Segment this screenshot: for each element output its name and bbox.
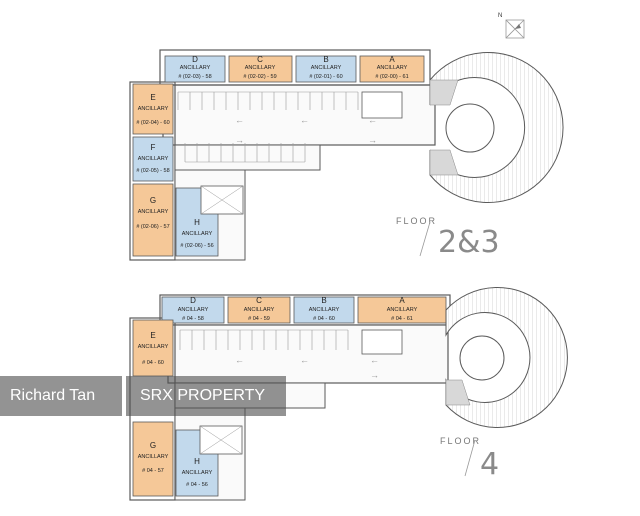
- floor-title-4: FLOOR 4: [440, 436, 499, 482]
- unit-id: # (02-06) - 57: [136, 224, 169, 230]
- floor-title-2-3: FLOOR 2&3: [396, 216, 500, 260]
- floor-number: 2&3: [438, 225, 500, 260]
- lower-corridor: [174, 144, 321, 171]
- unit-letter: F: [151, 143, 156, 152]
- unit-letter: E: [150, 93, 155, 102]
- svg-text:←: ←: [370, 355, 379, 365]
- watermark-agent: Richard Tan: [0, 376, 122, 416]
- unit-a-top: [359, 55, 425, 83]
- lift-core-4: [361, 329, 403, 355]
- unit-labels-top: D ANCILLARY # (02-03) - 58 C ANCILLARY #…: [136, 55, 408, 249]
- unit-desc: ANCILLARY: [245, 65, 276, 71]
- parking-stalls-4: [179, 329, 349, 350]
- unit-letter: H: [194, 218, 200, 227]
- unit-id: # 04 - 59: [248, 316, 270, 322]
- top-wing: [159, 49, 431, 86]
- unit-desc: ANCILLARY: [387, 307, 418, 313]
- svg-text:←: ←: [368, 115, 377, 125]
- agent-name: Richard Tan: [10, 387, 96, 404]
- unit-desc: ANCILLARY: [311, 65, 342, 71]
- unit-letter: A: [389, 55, 395, 64]
- brand-name: SRX PROPERTY: [140, 387, 266, 404]
- unit-b-top: [295, 55, 357, 83]
- unit-id: # (02-02) - 59: [243, 74, 276, 80]
- unit-letter: G: [150, 441, 156, 450]
- svg-text:→: →: [370, 370, 379, 380]
- unit-id: # (02-00) - 61: [375, 74, 408, 80]
- floor-number: 4: [480, 447, 499, 482]
- unit-letter: C: [257, 55, 263, 64]
- unit-desc: ANCILLARY: [138, 106, 169, 112]
- unit-desc: ANCILLARY: [309, 307, 340, 313]
- svg-text:←: ←: [235, 355, 244, 365]
- svg-text:N: N: [498, 13, 502, 19]
- unit-c-top: [228, 55, 293, 83]
- unit-id: # (02-01) - 60: [309, 74, 342, 80]
- unit-g-top: [132, 183, 174, 257]
- unit-desc: ANCILLARY: [138, 156, 169, 162]
- unit-desc: ANCILLARY: [377, 65, 408, 71]
- unit-id: # 04 - 61: [391, 316, 413, 322]
- unit-letter: D: [192, 55, 198, 64]
- unit-id: # 04 - 56: [186, 482, 208, 488]
- unit-labels-4: D ANCILLARY # 04 - 58 C ANCILLARY # 04 -…: [138, 296, 418, 488]
- svg-text:←: ←: [300, 115, 309, 125]
- unit-e-top: [132, 83, 174, 135]
- unit-desc: ANCILLARY: [180, 65, 211, 71]
- unit-letter: D: [190, 296, 196, 305]
- unit-desc: ANCILLARY: [138, 344, 169, 350]
- watermark-brand: SRX PROPERTY: [126, 376, 286, 416]
- floor-plan-4: ← ← ← →: [129, 287, 568, 501]
- svg-text:→: →: [235, 135, 244, 145]
- floor-word: FLOOR: [440, 436, 481, 446]
- unit-g-4: [132, 421, 174, 497]
- unit-id: # (02-04) - 60: [136, 120, 169, 126]
- unit-desc: ANCILLARY: [138, 209, 169, 215]
- svg-text:←: ←: [235, 115, 244, 125]
- ramp-top: [429, 52, 564, 203]
- unit-id: # 04 - 58: [182, 316, 204, 322]
- unit-letter: B: [321, 296, 326, 305]
- unit-letter: E: [150, 331, 155, 340]
- svg-text:←: ←: [300, 355, 309, 365]
- floor-plan-2-3: ← ← ← → →: [129, 49, 564, 261]
- unit-letter: A: [399, 296, 405, 305]
- parking-stalls-top: [177, 91, 359, 163]
- unit-letter: H: [194, 457, 200, 466]
- unit-a-4: [357, 296, 447, 324]
- lift-core-top: [361, 91, 403, 119]
- unit-letter: C: [256, 296, 262, 305]
- compass-icon: N: [498, 13, 525, 39]
- unit-id: # (02-06) - 56: [180, 243, 213, 249]
- unit-desc: ANCILLARY: [182, 231, 213, 237]
- unit-letter: B: [323, 55, 328, 64]
- unit-letter: G: [150, 196, 156, 205]
- unit-id: # 04 - 60: [313, 316, 335, 322]
- unit-id: # 04 - 57: [142, 468, 164, 474]
- unit-id: # (02-05) - 58: [136, 168, 169, 174]
- svg-text:→: →: [368, 135, 377, 145]
- floor-word: FLOOR: [396, 216, 437, 226]
- unit-c-4: [227, 296, 291, 324]
- ramp-4: [445, 287, 568, 428]
- traffic-arrows-top: ← ← ← → →: [235, 115, 377, 145]
- corridor-4: [167, 324, 449, 384]
- unit-desc: ANCILLARY: [244, 307, 275, 313]
- unit-id: # (02-03) - 58: [178, 74, 211, 80]
- unit-desc: ANCILLARY: [178, 307, 209, 313]
- traffic-arrows-4: ← ← ← →: [235, 355, 379, 380]
- unit-d-top: [164, 55, 226, 83]
- unit-id: # 04 - 60: [142, 360, 164, 366]
- unit-f-top: [132, 136, 174, 182]
- unit-desc: ANCILLARY: [138, 454, 169, 460]
- unit-b-4: [293, 296, 355, 324]
- unit-d-4: [161, 296, 225, 324]
- unit-desc: ANCILLARY: [182, 470, 213, 476]
